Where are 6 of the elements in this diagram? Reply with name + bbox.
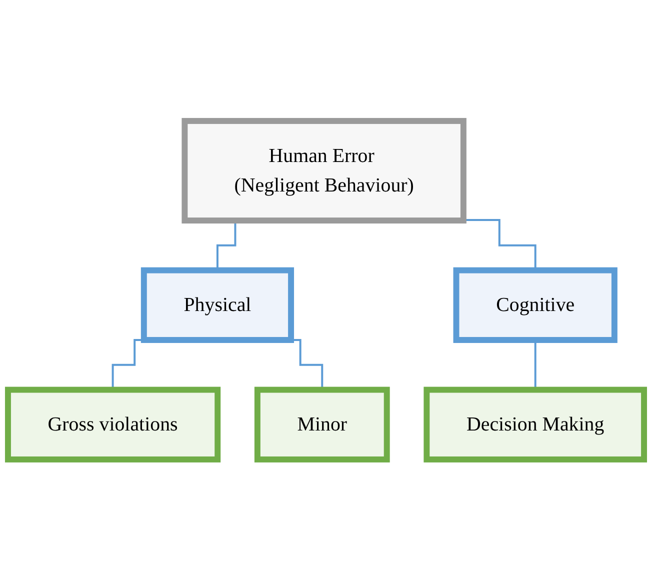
- node-box: Cognitive: [453, 268, 618, 344]
- node-box: Human Error (Negligent Behaviour): [182, 118, 466, 224]
- node-box: Minor: [254, 387, 390, 463]
- node-box: Decision Making: [424, 387, 647, 463]
- node-box: Physical: [140, 268, 294, 344]
- node-box: Gross violations: [5, 387, 221, 463]
